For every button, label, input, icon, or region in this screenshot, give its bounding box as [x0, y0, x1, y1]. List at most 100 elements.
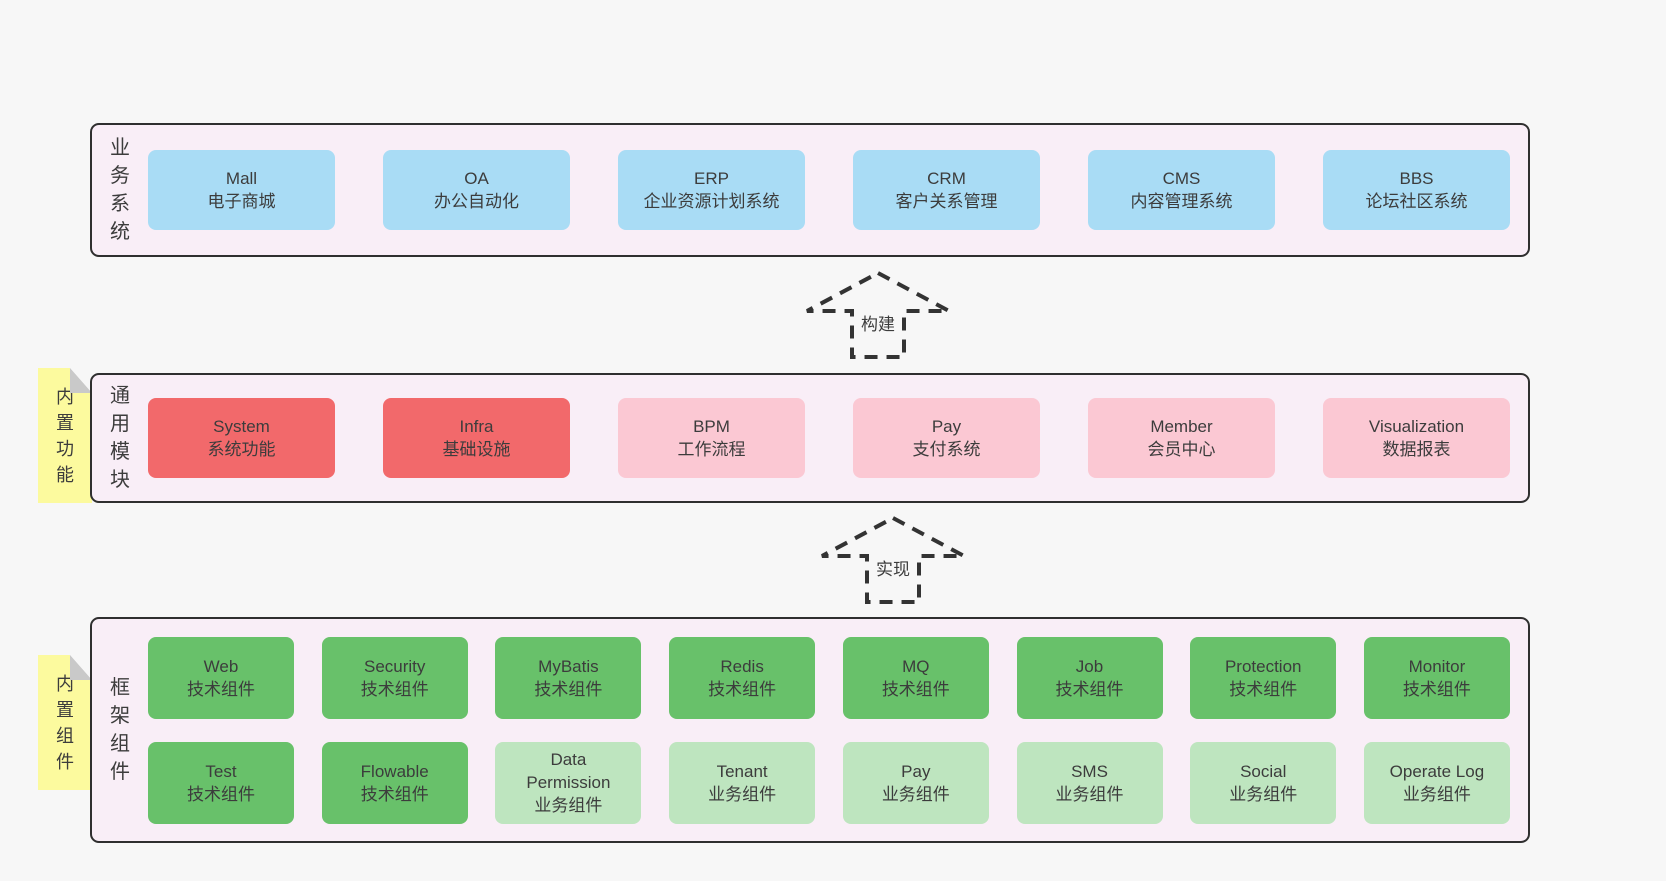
module-box-job: Job 技术组件: [1016, 636, 1163, 719]
module-box-subtitle: 技术组件: [1055, 679, 1124, 699]
build-arrow-label: 构建: [859, 310, 897, 335]
module-box-protection: Protection 技术组件: [1190, 636, 1337, 719]
module-box-member: Member 会员中心: [1088, 398, 1275, 478]
module-box-crm: CRM 客户关系管理: [853, 150, 1040, 230]
module-box-title: Mall: [225, 169, 258, 188]
module-box-flowable: Flowable 技术组件: [321, 741, 468, 824]
band-label-framework-components: 框架组件: [110, 677, 130, 783]
module-box-subtitle: 技术组件: [360, 784, 429, 804]
module-box-mq: MQ 技术组件: [842, 636, 989, 719]
sticky-fold-corner: [70, 655, 92, 680]
module-box-subtitle: 数据报表: [1382, 440, 1451, 459]
module-box-subtitle: 业务组件: [534, 796, 603, 815]
module-box-title: CMS: [1162, 169, 1201, 188]
module-box-title: Test: [205, 761, 237, 781]
up-arrow-icon: [806, 270, 950, 359]
module-box-title: Visualization: [1368, 417, 1465, 436]
module-box-title: System: [213, 417, 270, 436]
sticky-label: 内置组件: [56, 673, 74, 772]
module-box-title: ERP: [694, 169, 729, 188]
module-box-subtitle: 业务组件: [1229, 784, 1298, 804]
module-box-subtitle: 技术组件: [1229, 679, 1298, 699]
sticky-note-builtin-functions: 内置功能: [38, 368, 92, 503]
module-box-title: Social: [1240, 761, 1287, 781]
module-box-subtitle: 技术组件: [187, 679, 255, 699]
module-box-cms: CMS 内容管理系统: [1088, 150, 1275, 230]
module-box-data-permission: Data Permission 业务组件: [495, 741, 642, 824]
module-box-mybatis: MyBatis 技术组件: [495, 636, 642, 719]
module-box-title: SMS: [1071, 761, 1108, 781]
module-box-title: Protection: [1224, 656, 1302, 676]
module-box-subtitle: 系统功能: [207, 440, 276, 459]
module-box-title: Pay: [931, 417, 962, 436]
module-box-title: Flowable: [360, 761, 429, 781]
module-box-pay: Pay 业务组件: [842, 741, 989, 824]
module-box-title: Redis: [720, 656, 764, 676]
module-box-title: Member: [1150, 417, 1213, 436]
module-box-erp: ERP 企业资源计划系统: [618, 150, 805, 230]
module-box-title: Data Permission: [526, 750, 611, 792]
band-label-business-systems: 业务系统: [110, 137, 130, 243]
module-box-subtitle: 技术组件: [360, 679, 429, 699]
module-box-redis: Redis 技术组件: [669, 636, 816, 719]
module-box-title: Web: [203, 656, 239, 676]
module-box-subtitle: 技术组件: [881, 679, 950, 699]
module-box-title: Pay: [901, 761, 931, 781]
module-box-test: Test 技术组件: [148, 741, 294, 824]
sticky-fold-corner: [70, 368, 92, 393]
implement-arrow-label: 实现: [874, 555, 912, 580]
module-box-subtitle: 技术组件: [187, 784, 255, 804]
module-box-web: Web 技术组件: [148, 636, 294, 719]
module-box-title: MyBatis: [538, 656, 599, 676]
module-box-subtitle: 业务组件: [708, 784, 777, 804]
module-box-subtitle: 论坛社区系统: [1365, 192, 1468, 211]
module-box-tenant: Tenant 业务组件: [669, 741, 816, 824]
module-box-subtitle: 会员中心: [1147, 440, 1216, 459]
module-box-title: MQ: [902, 656, 930, 676]
module-box-subtitle: 电子商城: [207, 192, 276, 211]
module-box-infra: Infra 基础设施: [383, 398, 570, 478]
module-box-pay: Pay 支付系统: [853, 398, 1040, 478]
module-box-subtitle: 技术组件: [1402, 679, 1471, 699]
sticky-note-builtin-components: 内置组件: [38, 655, 92, 790]
band-label-common-modules: 通用模块: [110, 385, 130, 491]
module-box-subtitle: 技术组件: [708, 679, 777, 699]
module-box-subtitle: 客户关系管理: [895, 192, 998, 211]
sticky-label: 内置功能: [56, 386, 74, 485]
module-box-title: OA: [464, 169, 489, 188]
module-box-title: Tenant: [716, 761, 768, 781]
module-box-title: Infra: [459, 417, 494, 436]
module-box-subtitle: 业务组件: [881, 784, 950, 804]
module-box-subtitle: 企业资源计划系统: [643, 192, 780, 211]
module-box-subtitle: 业务组件: [1402, 784, 1471, 804]
module-box-title: Job: [1075, 656, 1104, 676]
implement-arrow: 实现: [818, 515, 968, 605]
module-box-subtitle: 工作流程: [677, 440, 746, 459]
module-box-social: Social 业务组件: [1190, 741, 1337, 824]
module-box-visualization: Visualization 数据报表: [1323, 398, 1510, 478]
module-box-subtitle: 内容管理系统: [1130, 192, 1233, 211]
up-arrow-icon: [821, 515, 965, 604]
module-box-monitor: Monitor 技术组件: [1363, 636, 1510, 719]
module-box-subtitle: 基础设施: [442, 440, 511, 459]
module-box-title: Monitor: [1408, 656, 1466, 676]
module-box-subtitle: 支付系统: [912, 440, 981, 459]
module-box-title: Operate Log: [1389, 761, 1485, 781]
module-box-subtitle: 技术组件: [534, 679, 603, 699]
module-box-title: CRM: [927, 169, 966, 188]
